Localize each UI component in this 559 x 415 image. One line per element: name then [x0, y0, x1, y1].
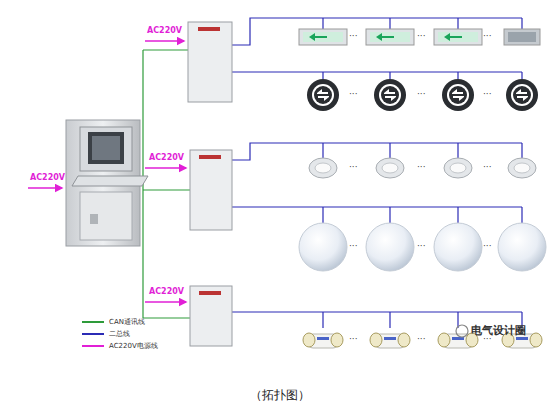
box-badges — [198, 27, 221, 295]
ellipsis-mark: ··· — [349, 32, 358, 41]
ellipsis-mark: ··· — [349, 163, 358, 172]
ellipsis-mark: ··· — [483, 335, 492, 344]
power-label: AC220V — [149, 288, 184, 296]
watermark: 电气设计圈 — [471, 325, 526, 336]
legend-text: AC220V电源线 — [109, 341, 158, 351]
ellipsis-mark: ··· — [417, 90, 426, 99]
legend-row: 二总线 — [82, 329, 130, 339]
downlights — [309, 158, 536, 178]
can-wires — [140, 50, 190, 318]
power-label: AC220V — [147, 27, 182, 35]
exit-signs — [299, 29, 540, 45]
globe-lights — [299, 223, 546, 271]
legend-swatch — [82, 321, 104, 323]
ellipsis-mark: ··· — [483, 32, 492, 41]
distribution-boxes — [188, 22, 232, 346]
ellipsis-mark: ··· — [349, 90, 358, 99]
host-cabinet — [66, 120, 148, 246]
power-label: AC220V — [30, 174, 65, 182]
legend-text: 二总线 — [109, 329, 130, 339]
ellipsis-mark: ··· — [483, 90, 492, 99]
legend-swatch — [82, 333, 104, 335]
ellipsis-mark: ··· — [417, 242, 426, 251]
ellipsis-mark: ··· — [349, 242, 358, 251]
direction-signs — [307, 79, 538, 111]
ellipsis-mark: ··· — [483, 163, 492, 172]
ellipsis-mark: ··· — [417, 163, 426, 172]
ellipsis-mark: ··· — [417, 335, 426, 344]
legend-swatch — [82, 345, 104, 347]
ellipsis-mark: ··· — [417, 32, 426, 41]
power-arrows — [28, 41, 186, 302]
power-label: AC220V — [149, 154, 184, 162]
legend-row: AC220V电源线 — [82, 341, 158, 351]
ellipsis-mark: ··· — [349, 335, 358, 344]
ellipsis-mark: ··· — [483, 242, 492, 251]
legend-text: CAN通讯线 — [109, 317, 145, 327]
bus-wires — [232, 18, 522, 328]
legend-row: CAN通讯线 — [82, 317, 145, 327]
watermark-icon — [456, 325, 468, 337]
caption: （拓扑图） — [0, 389, 559, 401]
